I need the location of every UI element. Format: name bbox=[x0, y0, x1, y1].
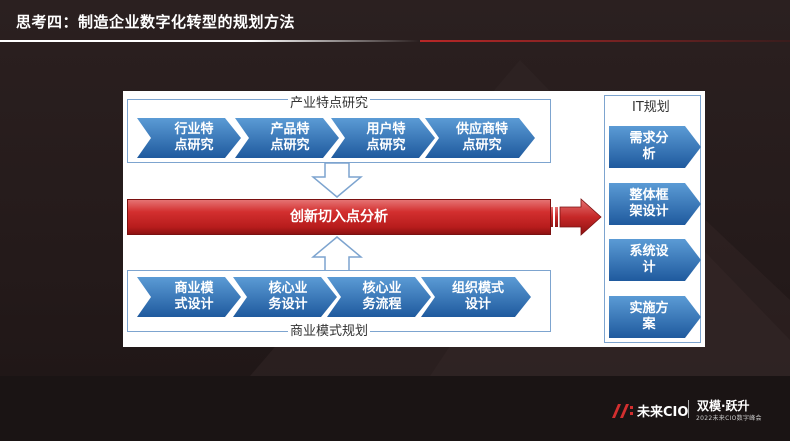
logo-divider bbox=[688, 400, 689, 418]
footer-band bbox=[0, 376, 790, 441]
business-chevron-1-label: 商业模式设计 bbox=[174, 281, 214, 312]
it-chevron-1-label: 需求分析 bbox=[629, 131, 669, 162]
business-chevron-4-label: 组织模式设计 bbox=[451, 281, 504, 312]
innovation-analysis-label: 创新切入点分析 bbox=[290, 209, 388, 225]
business-chevron-3-label: 核心业务流程 bbox=[362, 281, 402, 312]
it-chevron-4-label: 实施方案 bbox=[629, 301, 669, 332]
summit-subline: 2022未来CIO数字峰会 bbox=[696, 415, 762, 422]
business-chevron-4 bbox=[421, 277, 531, 317]
business-model-label: 商业模式规划 bbox=[288, 320, 371, 339]
industry-chevron-4-label: 供应商特点研究 bbox=[455, 122, 508, 153]
industry-research-label: 产业特点研究 bbox=[288, 92, 371, 111]
up-arrow-icon bbox=[311, 236, 363, 271]
it-chevron-3-label: 系统设计 bbox=[629, 244, 669, 275]
it-chevron-1 bbox=[609, 126, 701, 168]
title-underline bbox=[0, 40, 420, 42]
slogan-text: 双模·跃升 bbox=[697, 399, 750, 413]
title-underline-accent bbox=[420, 40, 790, 42]
it-chevron-3 bbox=[609, 239, 701, 281]
industry-chevron-3-label: 用户特点研究 bbox=[366, 122, 406, 153]
future-cio-logo-icon bbox=[612, 404, 633, 418]
planning-diagram: 产业特点研究 行业特点研究 产品特点研究 用户特点研究 供应商特点研究 创新切入… bbox=[123, 91, 705, 347]
it-chevron-2-label: 整体框架设计 bbox=[629, 188, 669, 219]
business-chevron-3 bbox=[327, 277, 431, 317]
industry-chevron-1 bbox=[137, 118, 241, 158]
industry-chevron-2 bbox=[235, 118, 339, 158]
slide-title: 思考四：制造企业数字化转型的规划方法 bbox=[16, 13, 296, 31]
business-chevron-1 bbox=[137, 277, 241, 317]
innovation-analysis-bar bbox=[127, 199, 551, 235]
industry-chevron-2-label: 产品特点研究 bbox=[270, 122, 310, 153]
it-planning-label: IT规划 bbox=[630, 96, 672, 115]
business-chevron-2-label: 核心业务设计 bbox=[268, 281, 308, 312]
it-chevron-4 bbox=[609, 296, 701, 338]
it-planning-frame bbox=[604, 95, 701, 343]
down-arrow-icon bbox=[311, 163, 363, 198]
it-chevron-2 bbox=[609, 183, 701, 225]
industry-chevron-4 bbox=[425, 118, 535, 158]
industry-chevron-1-label: 行业特点研究 bbox=[174, 122, 214, 153]
logo-text: 未来CIO bbox=[637, 405, 689, 420]
business-chevron-2 bbox=[233, 277, 337, 317]
industry-chevron-3 bbox=[331, 118, 435, 158]
right-arrow-icon bbox=[551, 198, 602, 236]
